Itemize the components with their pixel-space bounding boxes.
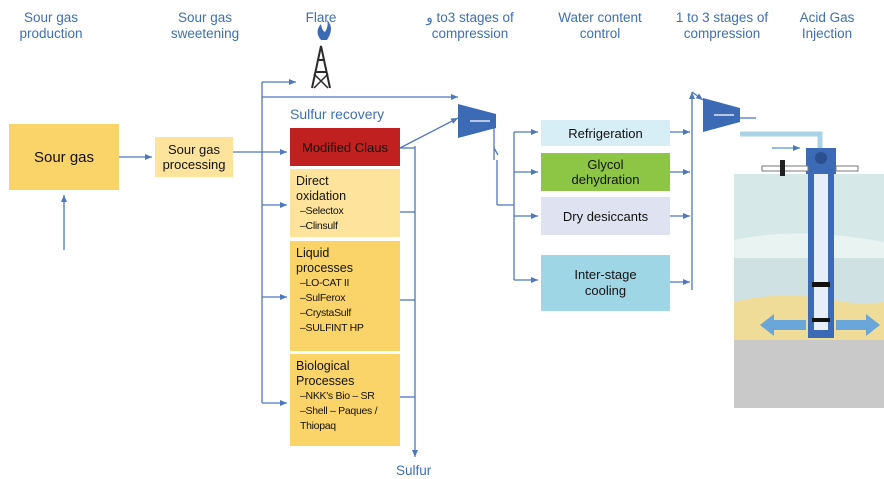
liquid-processes-box: Liquid processes –LO-CAT II –SulFerox –C… — [290, 241, 400, 351]
biological-processes-box: Biological Processes –NKK's Bio – SR –Sh… — [290, 354, 400, 446]
sour-gas-box: Sour gas — [9, 124, 119, 190]
refrigeration-box: Refrigeration — [541, 120, 670, 146]
reservoir-icon — [734, 148, 884, 408]
flare-icon — [311, 20, 331, 89]
direct-oxidation-box: Direct oxidation –Selectox –Clinsulf — [290, 169, 400, 237]
sulfur-recovery-label: Sulfur recovery — [290, 106, 385, 122]
modified-claus-box: Modified Claus — [290, 128, 400, 166]
injection-pipe — [740, 131, 823, 148]
header-flare: Flare — [305, 10, 337, 25]
sulfur-output-label: Sulfur — [396, 463, 432, 478]
dry-desiccants-box: Dry desiccants — [541, 197, 670, 235]
